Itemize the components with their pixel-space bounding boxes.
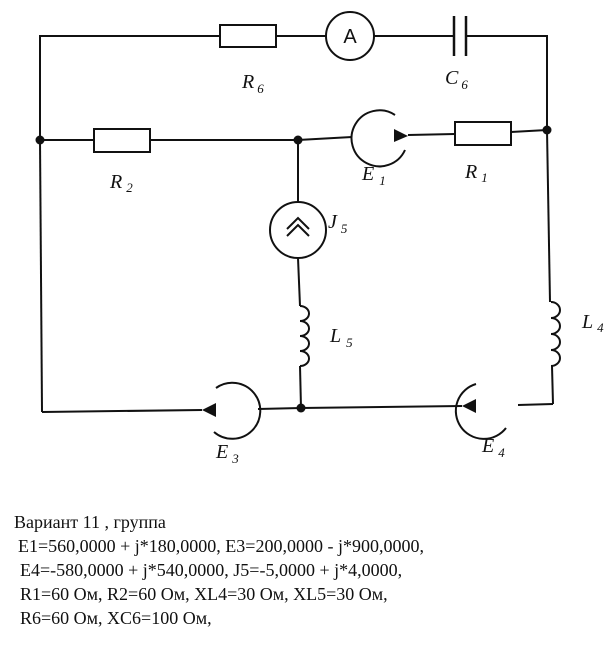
wire-right-bottom (551, 365, 554, 405)
sources-line-1: E1=560,0000 + j*180,0000, E3=200,0000 - … (18, 536, 424, 556)
nodes (35, 125, 552, 413)
variant-line: Вариант 11 , группа (14, 512, 166, 532)
chevron-up-icon (286, 223, 310, 237)
wire-c6-right (466, 35, 548, 130)
wire-bottom-left (41, 409, 203, 413)
wires (39, 35, 554, 413)
voltage-source-e1 (350, 109, 408, 168)
wire-node-e1 (297, 136, 353, 141)
resistor-r2 (93, 128, 151, 153)
resistances-line-2: R6=60 Ом, XC6=100 Ом, (20, 608, 212, 628)
inductor-l4 (550, 301, 561, 367)
voltage-source-e4 (454, 383, 507, 440)
resistor-r1 (454, 121, 512, 146)
wire-e1-r1 (407, 133, 456, 136)
wire-top-left (39, 35, 220, 140)
node-right (542, 125, 552, 135)
node-center-top (293, 135, 303, 145)
parameters-text: Вариант 11 , группа E1=560,0000 + j*180,… (14, 510, 609, 630)
wire-l5-bottom (299, 365, 302, 409)
wire-right-top (546, 129, 551, 303)
node-left (35, 135, 45, 145)
sources-line-2: E4=-580,0000 + j*540,0000, J5=-5,0000 + … (20, 560, 403, 580)
capacitor-c6 (452, 16, 468, 56)
resistances-line-1: R1=60 Ом, R2=60 Ом, XL4=30 Ом, XL5=30 Ом… (20, 584, 388, 604)
node-center-bottom (296, 403, 306, 413)
current-source-j5 (269, 201, 327, 259)
wire-j5-l5 (297, 257, 301, 307)
arrow-left-icon (202, 403, 216, 417)
wire-left-vertical (39, 139, 43, 413)
wire-node-e4 (300, 405, 463, 409)
inductor-l5 (299, 305, 310, 367)
ammeter-label: A (343, 26, 357, 48)
ammeter-icon (325, 11, 375, 61)
voltage-source-e3 (202, 381, 262, 440)
arrow-right-icon (394, 129, 408, 142)
arrow-left-icon (462, 399, 476, 413)
wire-r1-right (510, 129, 548, 133)
wire-e4-right (517, 403, 554, 406)
wire-e3-node (257, 407, 302, 410)
resistor-r6 (219, 24, 277, 48)
